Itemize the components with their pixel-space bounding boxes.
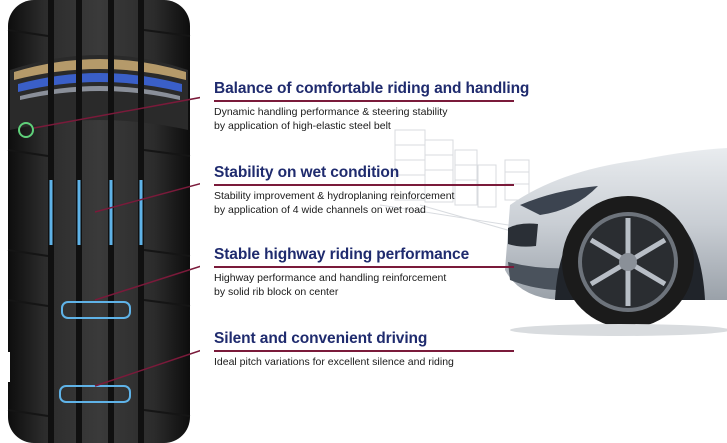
feature-description-line-2: by solid rib block on center: [214, 286, 339, 298]
feature-description-line-1: Dynamic handling performance & steering …: [214, 106, 448, 118]
title-underline: [214, 350, 514, 352]
feature-description-line-1: Ideal pitch variations for excellent sil…: [214, 356, 454, 368]
title-underline: [214, 100, 514, 102]
feature-title: Balance of comfortable riding and handli…: [214, 80, 530, 97]
feature-riding-handling: Balance of comfortable riding and handli…: [214, 80, 530, 133]
title-underline: [214, 184, 514, 186]
title-underline: [214, 266, 514, 268]
feature-description-line-1: Stability improvement & hydroplaning rei…: [214, 190, 455, 202]
tire-tread-illustration: [0, 0, 200, 443]
feature-title: Silent and convenient driving: [214, 330, 428, 347]
feature-description-line-2: by application of high-elastic steel bel…: [214, 120, 391, 132]
feature-title: Stable highway riding performance: [214, 246, 470, 263]
feature-wet-stability: Stability on wet condition Stability imp…: [214, 164, 514, 217]
feature-description-line-1: Highway performance and handling reinfor…: [214, 272, 447, 284]
feature-silent-driving: Silent and convenient driving Ideal pitc…: [214, 330, 514, 369]
feature-title: Stability on wet condition: [214, 164, 400, 181]
feature-description-line-2: by application of 4 wide channels on wet…: [214, 204, 426, 216]
feature-highway-performance: Stable highway riding performance Highwa…: [214, 246, 514, 299]
